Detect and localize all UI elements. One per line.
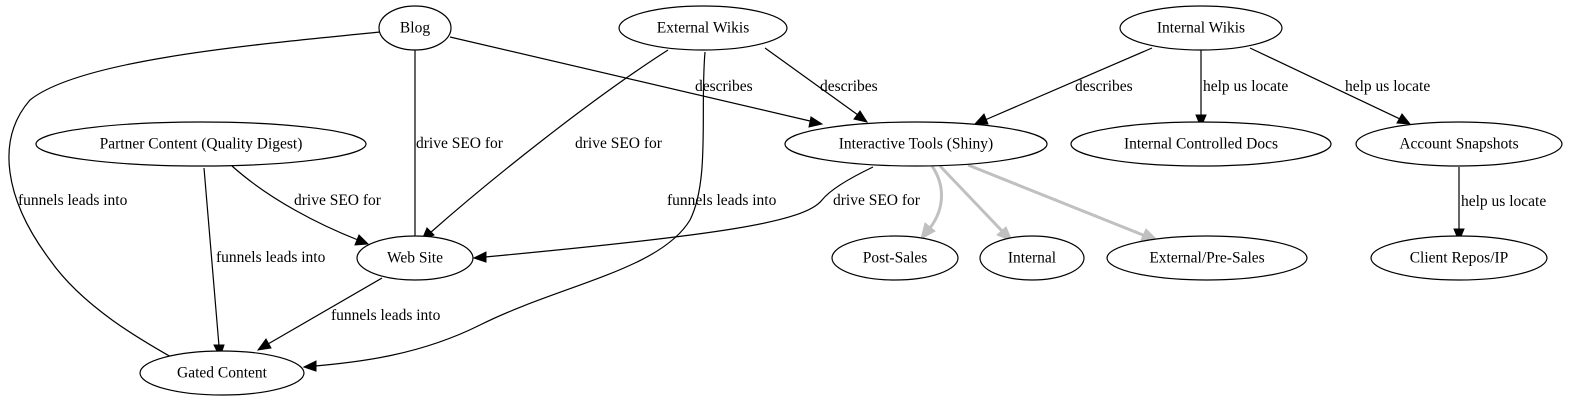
node-interactive-tools: Interactive Tools (Shiny) xyxy=(784,121,1048,167)
node-account-snapshots: Account Snapshots xyxy=(1355,121,1563,167)
edge-external-wikis-to-gated-content: funnels leads into xyxy=(302,51,777,372)
node-internal: Internal xyxy=(979,235,1085,281)
edge-external-wikis-to-interactive-tools: describes xyxy=(764,47,878,123)
edge-label: describes xyxy=(695,78,753,95)
edge-label: drive SEO for xyxy=(833,192,921,209)
edge-label: funnels leads into xyxy=(18,192,128,209)
svg-text:Internal Controlled Docs: Internal Controlled Docs xyxy=(1124,136,1278,153)
edge-label: drive SEO for xyxy=(575,135,663,152)
edge-label: describes xyxy=(1075,78,1133,95)
svg-text:Blog: Blog xyxy=(400,20,430,37)
edge-internal-wikis-to-interactive-tools: describes xyxy=(973,47,1153,125)
node-external-wikis: External Wikis xyxy=(618,5,788,51)
edge-interactive-tools-to-external-pre-sales xyxy=(967,163,1159,241)
edge-label: help us locate xyxy=(1345,78,1430,95)
edge-label: funnels leads into xyxy=(331,307,441,324)
svg-text:Partner Content (Quality Diges: Partner Content (Quality Digest) xyxy=(100,136,303,153)
edge-interactive-tools-to-post-sales xyxy=(920,165,943,241)
edge-label: describes xyxy=(820,78,878,95)
edge-internal-wikis-to-internal-controlled-docs: help us locate xyxy=(1195,50,1288,129)
edge-label: drive SEO for xyxy=(416,135,504,152)
node-web-site: Web Site xyxy=(356,235,474,281)
edge-account-snapshots-to-client-repos: help us locate xyxy=(1453,167,1546,243)
svg-text:Client Repos/IP: Client Repos/IP xyxy=(1410,250,1509,267)
edge-interactive-tools-to-internal xyxy=(938,164,1013,242)
node-partner-content: Partner Content (Quality Digest) xyxy=(35,121,367,167)
node-gated-content: Gated Content xyxy=(139,350,305,396)
svg-text:Internal Wikis: Internal Wikis xyxy=(1157,20,1245,37)
node-post-sales: Post-Sales xyxy=(831,235,959,281)
svg-text:Post-Sales: Post-Sales xyxy=(863,250,928,267)
node-blog: Blog xyxy=(378,5,452,51)
edge-label: help us locate xyxy=(1461,193,1546,210)
svg-text:External/Pre-Sales: External/Pre-Sales xyxy=(1149,250,1264,267)
node-internal-wikis: Internal Wikis xyxy=(1119,5,1283,51)
edge-label: funnels leads into xyxy=(667,192,777,209)
edge-interactive-tools-to-web-site: drive SEO for xyxy=(472,166,921,263)
svg-text:Internal: Internal xyxy=(1008,250,1056,267)
edge-partner-content-to-web-site: drive SEO for xyxy=(231,165,382,246)
edge-label: help us locate xyxy=(1203,78,1288,95)
edge-internal-wikis-to-account-snapshots: help us locate xyxy=(1249,47,1430,125)
node-external-pre-sales: External/Pre-Sales xyxy=(1106,235,1308,281)
node-internal-controlled-docs: Internal Controlled Docs xyxy=(1070,121,1332,167)
edge-blog-to-interactive-tools: describes xyxy=(449,36,824,128)
node-client-repos: Client Repos/IP xyxy=(1370,235,1548,281)
edge-label: funnels leads into xyxy=(216,249,326,266)
edge-external-wikis-to-web-site: drive SEO for xyxy=(421,49,669,241)
edge-blog-to-web-site: drive SEO for xyxy=(409,50,504,253)
svg-text:External Wikis: External Wikis xyxy=(657,20,750,37)
edge-label: drive SEO for xyxy=(294,192,382,209)
edge-web-site-to-gated-content: funnels leads into xyxy=(256,277,441,351)
svg-text:Account Snapshots: Account Snapshots xyxy=(1399,136,1518,153)
svg-text:Interactive Tools (Shiny): Interactive Tools (Shiny) xyxy=(839,136,993,153)
svg-text:Gated Content: Gated Content xyxy=(177,365,268,382)
svg-text:Web Site: Web Site xyxy=(387,250,443,267)
